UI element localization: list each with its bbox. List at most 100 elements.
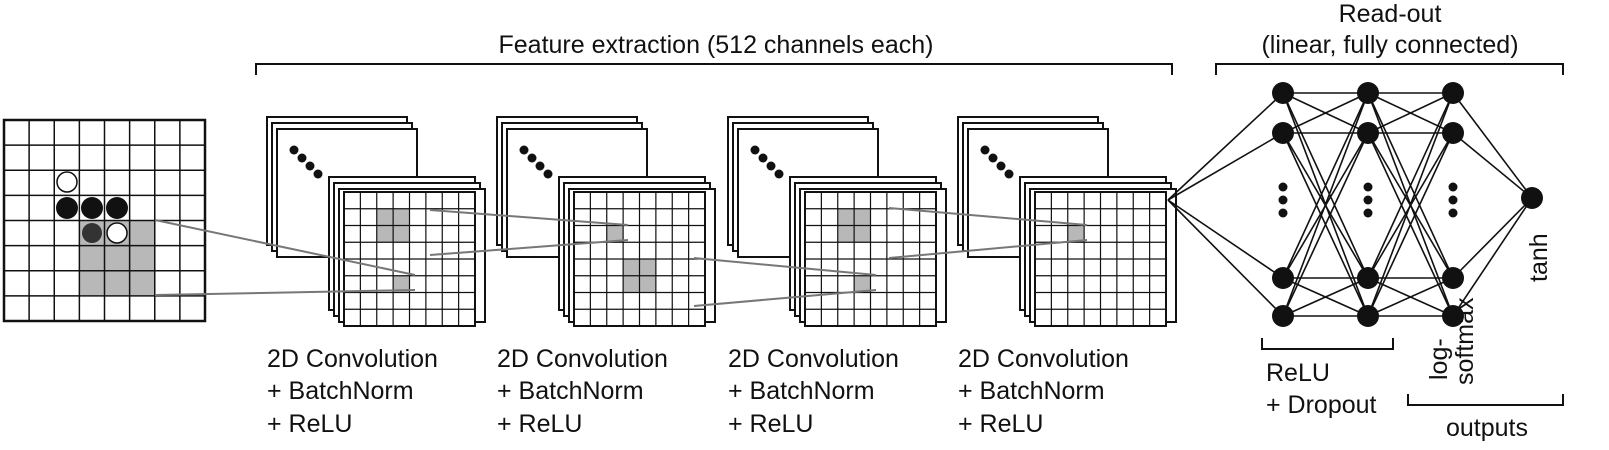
receptive-field-highlight	[606, 225, 624, 243]
conv-layers: 2D Convolution + BatchNorm + ReLU 2D Convol…	[266, 116, 1177, 438]
black-stone	[56, 197, 78, 219]
ellipsis-dot	[1278, 195, 1288, 205]
ellipsis-dot	[1363, 195, 1373, 205]
connector-line	[154, 289, 416, 296]
neuron	[1357, 267, 1379, 289]
board-grid	[4, 120, 205, 321]
ellipsis-dot	[1278, 182, 1288, 192]
connector-line	[693, 289, 877, 307]
conv-layer: 2D Convolution+ BatchNorm+ ReLU	[496, 116, 716, 438]
readout-title-line2: (linear, fully connected)	[1261, 31, 1518, 59]
feature-extraction-title: Feature extraction (512 channels each)	[499, 31, 934, 59]
connection	[1367, 132, 1454, 317]
ellipsis-dot	[543, 169, 553, 179]
conv-layer: 2D Convolution+ BatchNorm+ ReLU	[266, 116, 486, 438]
layer-label-line1: 2D Convolution	[728, 345, 899, 373]
neuron	[1272, 267, 1294, 289]
ellipsis-dot	[980, 145, 990, 155]
relu-label: ReLU	[1266, 359, 1330, 387]
ellipsis-dot	[289, 145, 299, 155]
readout-bracket	[1215, 63, 1564, 75]
black-stone	[81, 197, 103, 219]
receptive-field-highlight	[854, 275, 871, 293]
connection	[1367, 92, 1454, 317]
neuron	[1442, 305, 1464, 327]
connection	[1367, 92, 1454, 279]
neuron	[1442, 267, 1464, 289]
output-neuron	[1521, 187, 1543, 209]
board-border	[2, 118, 207, 323]
readout-title-line1: Read-out	[1339, 0, 1442, 28]
connection	[1282, 132, 1369, 317]
connector-line	[888, 239, 1088, 259]
ellipsis-dot	[305, 161, 315, 171]
layer-label-line3: + ReLU	[267, 410, 352, 438]
layer-label-line3: + ReLU	[728, 410, 813, 438]
black-stone	[106, 197, 128, 219]
ellipsis-dot	[1448, 195, 1458, 205]
neuron	[1272, 305, 1294, 327]
fully-connected-network	[1167, 82, 1543, 327]
input-board	[2, 118, 207, 323]
connector-line	[429, 239, 629, 256]
receptive-field-highlight	[1067, 225, 1085, 243]
connection	[1452, 197, 1533, 317]
layer-label-line1: 2D Convolution	[958, 345, 1129, 373]
connection	[1167, 92, 1284, 201]
layer-label-line3: + ReLU	[497, 410, 582, 438]
connection	[1282, 277, 1369, 317]
layer-label-line1: 2D Convolution	[497, 345, 668, 373]
receptive-field-connectors	[154, 207, 1088, 307]
conv-layer: 2D Convolution + BatchNorm + ReLU	[957, 116, 1177, 438]
connection	[1282, 92, 1369, 279]
ellipsis-dot	[758, 153, 768, 163]
ellipsis-dot	[988, 153, 998, 163]
connection	[1282, 92, 1369, 317]
connection	[1367, 92, 1454, 134]
dropout-label: + Dropout	[1266, 391, 1377, 419]
ellipsis-dot	[297, 153, 307, 163]
layer-label-line3: + ReLU	[958, 410, 1043, 438]
connection	[1167, 199, 1284, 279]
receptive-field-highlight	[393, 275, 410, 293]
ellipsis-dot	[535, 161, 545, 171]
ellipsis-dot	[313, 169, 323, 179]
ellipsis-dot	[996, 161, 1006, 171]
dark-stone	[82, 223, 102, 243]
neuron	[1442, 122, 1464, 144]
logsoftmax-label-2: softmax	[1451, 297, 1479, 385]
conv-layer: 2D Convolution + BatchNorm + ReLU	[727, 116, 947, 438]
neuron	[1272, 122, 1294, 144]
neuron	[1357, 122, 1379, 144]
connection	[1452, 92, 1533, 199]
connector-line	[154, 219, 416, 276]
feature-extraction-bracket	[255, 63, 1173, 75]
relu-dropout-bracket	[1261, 338, 1394, 350]
outputs-label: outputs	[1446, 414, 1528, 442]
connector-line	[888, 207, 1088, 226]
white-stone	[56, 171, 78, 193]
connector-line	[693, 257, 877, 276]
ellipsis-dot	[1278, 208, 1288, 218]
layer-label-line2: + BatchNorm	[958, 377, 1105, 405]
connection	[1167, 132, 1284, 201]
logsoftmax-label-1: log-	[1425, 338, 1453, 380]
outputs-bracket	[1407, 394, 1564, 406]
neuron	[1357, 82, 1379, 104]
layer-label-line2: + BatchNorm	[728, 377, 875, 405]
neuron	[1442, 82, 1464, 104]
connection	[1367, 277, 1454, 317]
ellipsis-dot	[1363, 182, 1373, 192]
tanh-label: tanh	[1525, 233, 1553, 282]
white-stone	[106, 222, 128, 244]
neuron	[1357, 305, 1379, 327]
connection	[1452, 132, 1533, 199]
ellipsis-dot	[766, 161, 776, 171]
ellipsis-dot	[1448, 182, 1458, 192]
ellipsis-dot	[1448, 208, 1458, 218]
connection	[1282, 92, 1369, 134]
ellipsis-dot	[1363, 208, 1373, 218]
ellipsis-dot	[519, 145, 529, 155]
ellipsis-dot	[774, 169, 784, 179]
